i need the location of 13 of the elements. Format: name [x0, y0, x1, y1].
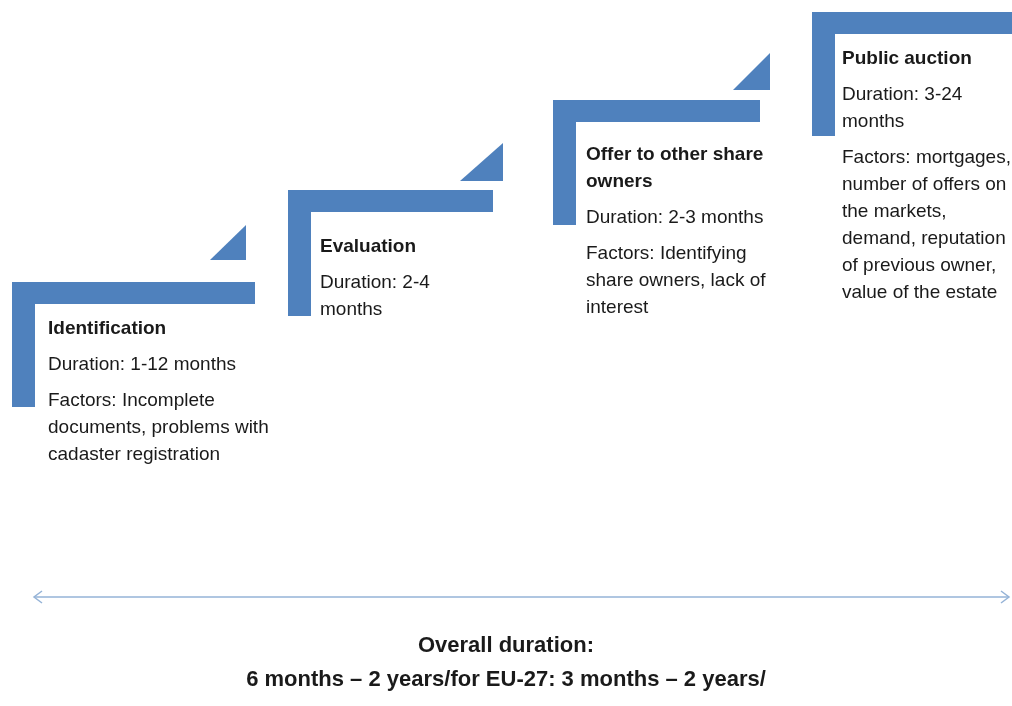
step-title: Identification	[48, 316, 168, 340]
step-title: Public auction	[842, 46, 973, 70]
step-title: Evaluation	[320, 234, 418, 258]
step-title: Offer to other share owners	[586, 142, 765, 193]
step-description: Factors: Identifying share owners, lack of interest	[586, 241, 766, 319]
step-description: Factors: mortgages, number of offers on the markets, demand, reputation of previous owner, value of the estate	[842, 145, 1012, 304]
step-description: Duration: 1-12 months	[48, 352, 237, 376]
summary-heading: Overall duration:	[417, 632, 594, 657]
step-description: Duration: 3-24 months	[842, 82, 964, 133]
step-description: Duration: 2-3 months	[586, 205, 765, 229]
step-description: Factors: Incomplete documents, problems with cadaster registration	[48, 388, 270, 466]
step-description: Duration: 2-4 months	[320, 270, 431, 321]
summary-text: 6 months – 2 years/for EU-27: 3 months – 2 years/	[246, 666, 766, 691]
